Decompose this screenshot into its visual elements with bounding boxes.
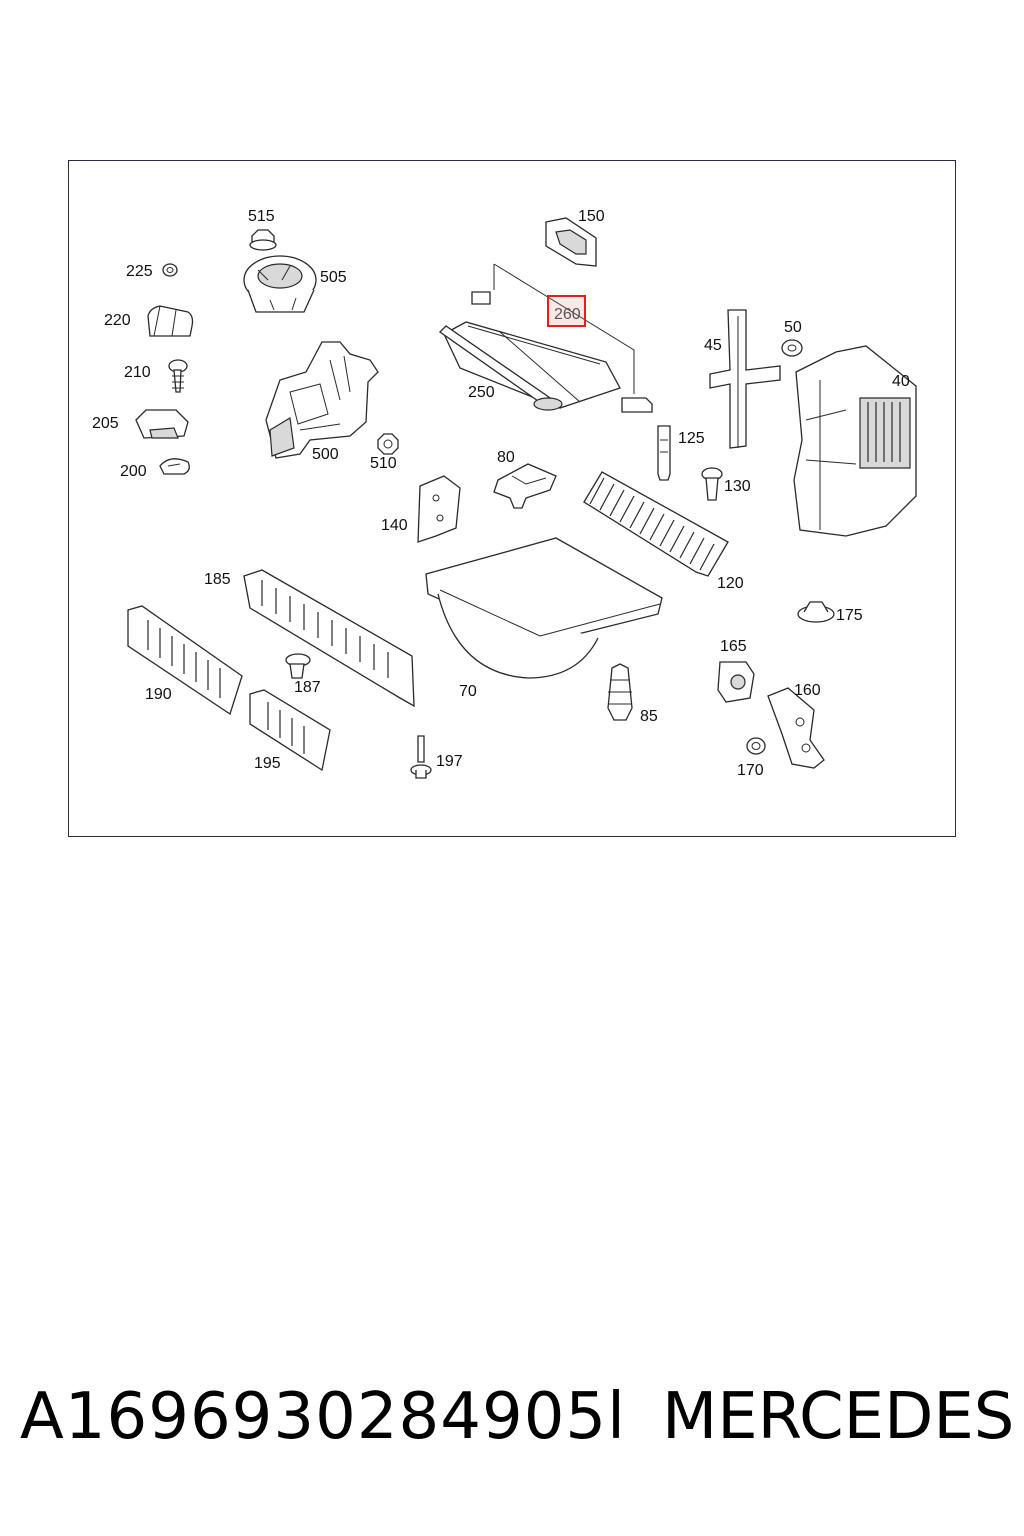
part-220[interactable] [147, 305, 194, 337]
label-140: 140 [381, 517, 408, 534]
label-45: 45 [704, 337, 722, 354]
label-80: 80 [497, 449, 515, 466]
part-125[interactable] [657, 425, 671, 481]
label-85: 85 [640, 708, 658, 725]
part-70[interactable] [425, 537, 663, 679]
highlight-box-260[interactable] [547, 295, 586, 327]
part-205[interactable] [135, 409, 189, 439]
label-195: 195 [254, 755, 281, 772]
label-130: 130 [724, 478, 751, 495]
part-45[interactable] [709, 309, 781, 449]
label-150: 150 [578, 208, 605, 225]
part-505[interactable] [243, 255, 317, 313]
label-50: 50 [784, 319, 802, 336]
part-80[interactable] [493, 463, 557, 509]
part-250[interactable] [438, 321, 621, 411]
part-260-group[interactable] [471, 263, 653, 413]
label-225: 225 [126, 263, 153, 280]
part-200[interactable] [159, 458, 190, 475]
part-225[interactable] [162, 263, 178, 277]
part-510[interactable] [377, 433, 399, 455]
part-195[interactable] [249, 689, 331, 772]
part-number: A1696930284905l [20, 1380, 626, 1454]
label-505: 505 [320, 269, 347, 286]
label-197: 197 [436, 753, 463, 770]
part-140[interactable] [417, 475, 461, 543]
part-170[interactable] [746, 737, 766, 755]
label-120: 120 [717, 575, 744, 592]
label-185: 185 [204, 571, 231, 588]
label-160: 160 [794, 682, 821, 699]
part-40[interactable] [793, 345, 917, 537]
label-260: 260 [554, 306, 581, 323]
part-165[interactable] [717, 661, 755, 703]
part-197[interactable] [410, 735, 432, 779]
diagram-frame [68, 160, 956, 837]
part-187[interactable] [285, 653, 311, 679]
label-125: 125 [678, 430, 705, 447]
label-220: 220 [104, 312, 131, 329]
label-210: 210 [124, 364, 151, 381]
label-190: 190 [145, 686, 172, 703]
label-250: 250 [468, 384, 495, 401]
brand-name: MERCEDES [662, 1380, 1015, 1454]
part-160[interactable] [767, 687, 825, 769]
label-205: 205 [92, 415, 119, 432]
label-510: 510 [370, 455, 397, 472]
part-85[interactable] [607, 663, 633, 721]
footer: A1696930284905l MERCEDES [0, 1380, 1024, 1470]
label-165: 165 [720, 638, 747, 655]
part-210[interactable] [168, 359, 188, 393]
part-500[interactable] [265, 341, 379, 459]
label-500: 500 [312, 446, 339, 463]
label-200: 200 [120, 463, 147, 480]
part-185[interactable] [243, 569, 415, 708]
part-120[interactable] [583, 471, 729, 577]
label-515: 515 [248, 208, 275, 225]
label-170: 170 [737, 762, 764, 779]
part-190[interactable] [127, 605, 243, 716]
label-175: 175 [836, 607, 863, 624]
label-187: 187 [294, 679, 321, 696]
part-515[interactable] [249, 229, 277, 251]
part-130[interactable] [701, 467, 723, 501]
part-150[interactable] [545, 217, 597, 267]
label-40: 40 [892, 373, 910, 390]
part-50[interactable] [781, 339, 803, 357]
part-175[interactable] [797, 601, 835, 623]
label-70: 70 [459, 683, 477, 700]
